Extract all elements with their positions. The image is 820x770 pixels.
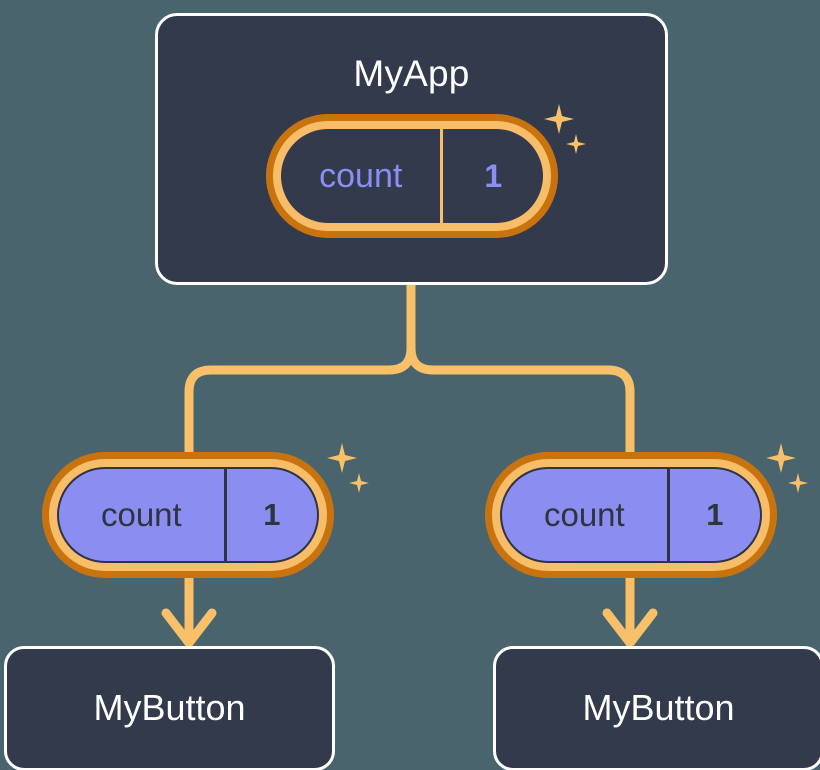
sparkle-large-icon xyxy=(327,443,357,473)
state-pill-myapp-ring: count 1 xyxy=(273,121,551,231)
component-card-mybutton-left[interactable]: MyButton xyxy=(4,646,335,770)
component-card-mybutton-right[interactable]: MyButton xyxy=(493,646,820,770)
state-pill-left-ring: count 1 xyxy=(49,459,327,571)
state-value-right: 1 xyxy=(706,497,724,532)
state-pill-left[interactable]: count 1 xyxy=(42,452,334,578)
state-pill-right[interactable]: count 1 xyxy=(485,452,777,578)
sparkle-small-icon xyxy=(349,473,369,493)
state-value-myapp: 1 xyxy=(484,157,503,194)
arrow-right-head-icon xyxy=(602,608,658,648)
state-key-right: count xyxy=(502,469,670,561)
state-value-left: 1 xyxy=(263,497,281,532)
card-title-mybutton-right: MyButton xyxy=(582,687,735,728)
component-card-myapp[interactable]: MyApp xyxy=(155,13,668,285)
state-pill-left-core: count 1 xyxy=(57,467,319,563)
card-title-myapp: MyApp xyxy=(353,53,470,94)
state-pill-right-ring: count 1 xyxy=(492,459,770,571)
sparkle-large-icon xyxy=(766,443,796,473)
connector-root-to-right xyxy=(406,280,635,457)
state-key-left: count xyxy=(59,469,227,561)
arrow-left-head-icon xyxy=(161,608,217,648)
card-title-mybutton-left: MyButton xyxy=(93,687,246,728)
state-pill-right-core: count 1 xyxy=(500,467,762,563)
state-key-myapp: count xyxy=(281,129,444,223)
state-pill-myapp[interactable]: count 1 xyxy=(266,114,558,238)
sparkle-small-icon xyxy=(788,473,808,493)
connector-root-to-left xyxy=(184,280,416,457)
state-pill-myapp-core: count 1 xyxy=(281,129,543,223)
